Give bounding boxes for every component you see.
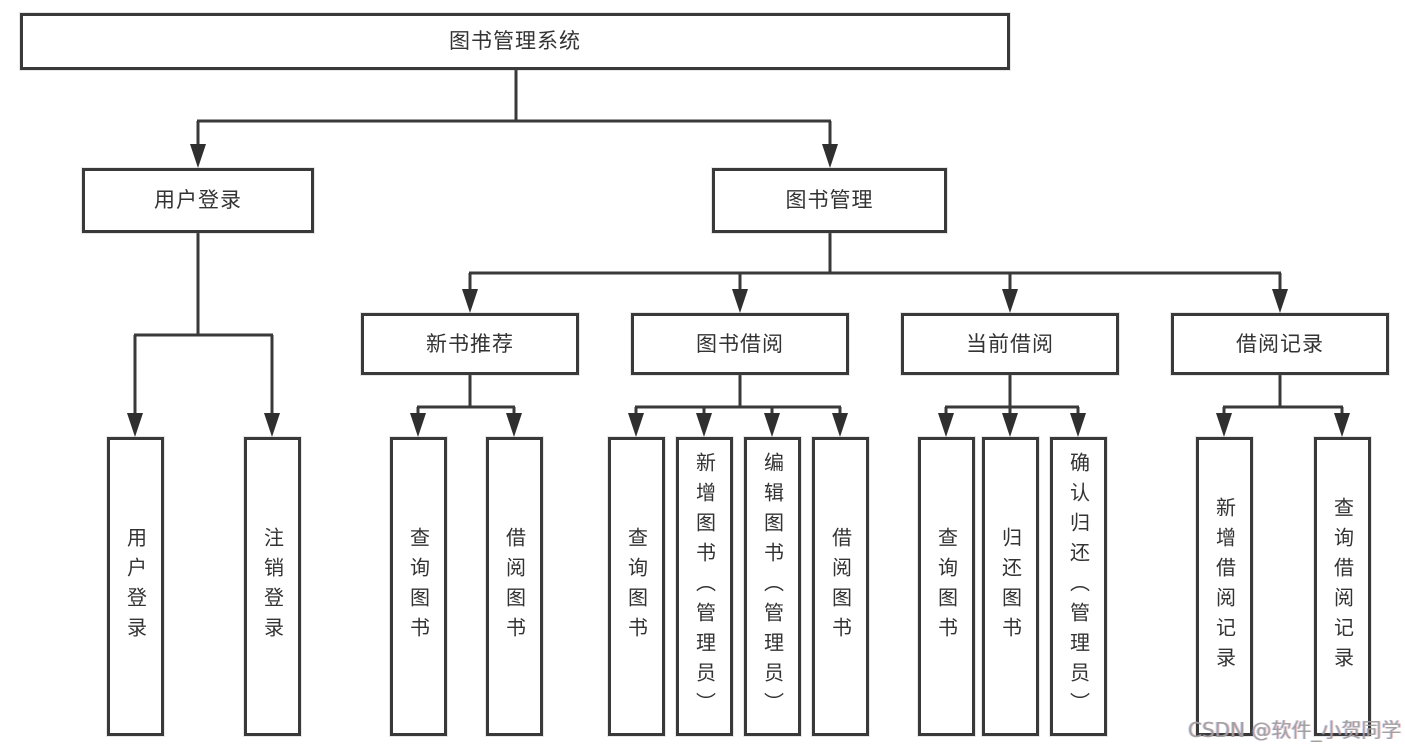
leaf-query-books-recommend: 查询图书 xyxy=(390,437,447,736)
node-label: 用户登录 xyxy=(154,188,242,212)
node-label: 新书推荐 xyxy=(426,331,514,356)
leaf-label: 确认归还（管理员） xyxy=(1066,451,1091,722)
node-label: 图书管理 xyxy=(785,188,874,212)
leaf-borrow-books-recommend: 借阅图书 xyxy=(486,437,543,736)
node-new-book-recommend: 新书推荐 xyxy=(361,313,579,375)
leaf-logout: 注销登录 xyxy=(244,437,301,736)
leaf-label: 借阅图书 xyxy=(502,526,527,647)
node-label: 图书借阅 xyxy=(696,331,784,356)
node-book-borrowing: 图书借阅 xyxy=(631,313,849,375)
leaf-user-login: 用户登录 xyxy=(107,437,164,736)
leaf-label: 编辑图书（管理员） xyxy=(760,451,785,722)
connector-book-borrowing-to-leaves xyxy=(634,375,842,416)
connector-borrowing-records-to-leaves xyxy=(1222,375,1344,416)
leaf-label: 注销登录 xyxy=(260,526,285,647)
node-library-management-system: 图书管理系统 xyxy=(20,13,1010,70)
leaf-label: 新增图书（管理员） xyxy=(692,451,717,722)
leaf-query-books-borrowing: 查询图书 xyxy=(608,437,665,736)
leaf-edit-books-admin: 编辑图书（管理员） xyxy=(744,437,801,736)
leaf-add-books-admin: 新增图书（管理员） xyxy=(676,437,733,736)
connector-new-book-recommend-to-leaves xyxy=(416,375,516,416)
leaf-label: 查询图书 xyxy=(624,526,649,647)
leaf-add-borrow-record: 新增借阅记录 xyxy=(1196,437,1253,736)
leaf-borrow-books: 借阅图书 xyxy=(812,437,869,736)
node-borrowing-records: 借阅记录 xyxy=(1171,313,1389,375)
csdn-watermark: CSDN @软件_小贺同学 xyxy=(1188,718,1402,742)
node-current-borrowing: 当前借阅 xyxy=(901,313,1119,375)
leaf-label: 查询借阅记录 xyxy=(1330,496,1355,677)
connector-book-management-to-level2 xyxy=(468,233,1282,291)
connector-current-borrowing-to-leaves xyxy=(944,375,1080,416)
connector-user-login-to-leaves xyxy=(133,233,274,415)
node-label: 图书管理系统 xyxy=(449,29,581,53)
leaf-label: 用户登录 xyxy=(123,526,148,647)
leaf-label: 借阅图书 xyxy=(828,526,853,647)
leaf-return-books: 归还图书 xyxy=(982,437,1039,736)
node-label: 当前借阅 xyxy=(966,331,1054,356)
leaf-label: 查询图书 xyxy=(934,526,959,647)
leaf-label: 查询图书 xyxy=(406,526,431,647)
leaf-query-borrow-record: 查询借阅记录 xyxy=(1314,437,1371,736)
leaf-confirm-return-admin: 确认归还（管理员） xyxy=(1050,437,1107,736)
leaf-query-books-current: 查询图书 xyxy=(918,437,975,736)
leaf-label: 归还图书 xyxy=(998,526,1023,647)
node-label: 借阅记录 xyxy=(1236,331,1324,356)
node-book-management-module: 图书管理 xyxy=(712,168,947,233)
connector-root-to-level1 xyxy=(196,70,832,147)
node-user-login-module: 用户登录 xyxy=(82,168,314,233)
leaf-label: 新增借阅记录 xyxy=(1212,496,1237,677)
